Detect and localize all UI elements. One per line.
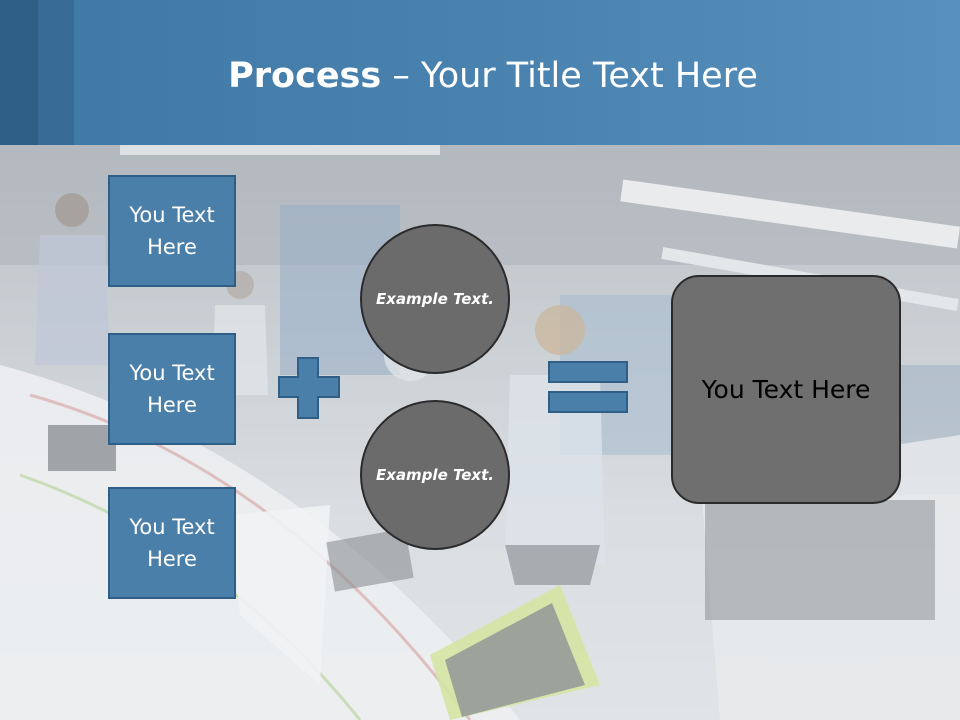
- title-band: Process – Your Title Text Here: [0, 0, 960, 145]
- left-text-box-1[interactable]: You Text Here: [108, 175, 236, 287]
- equals-icon: [548, 361, 628, 413]
- slide-title-rest: – Your Title Text Here: [381, 56, 758, 96]
- result-text-box[interactable]: You Text Here: [671, 275, 901, 504]
- title-band-strip: [0, 0, 38, 145]
- title-band-strip: [38, 0, 74, 145]
- slide-title[interactable]: Process – Your Title Text Here: [0, 54, 960, 98]
- left-text-box-2[interactable]: You Text Here: [108, 333, 236, 445]
- example-circle-1[interactable]: Example Text.: [360, 224, 510, 374]
- slide-title-bold: Process: [228, 56, 382, 96]
- plus-icon: [278, 357, 340, 419]
- left-text-box-3[interactable]: You Text Here: [108, 487, 236, 599]
- example-circle-2[interactable]: Example Text.: [360, 400, 510, 550]
